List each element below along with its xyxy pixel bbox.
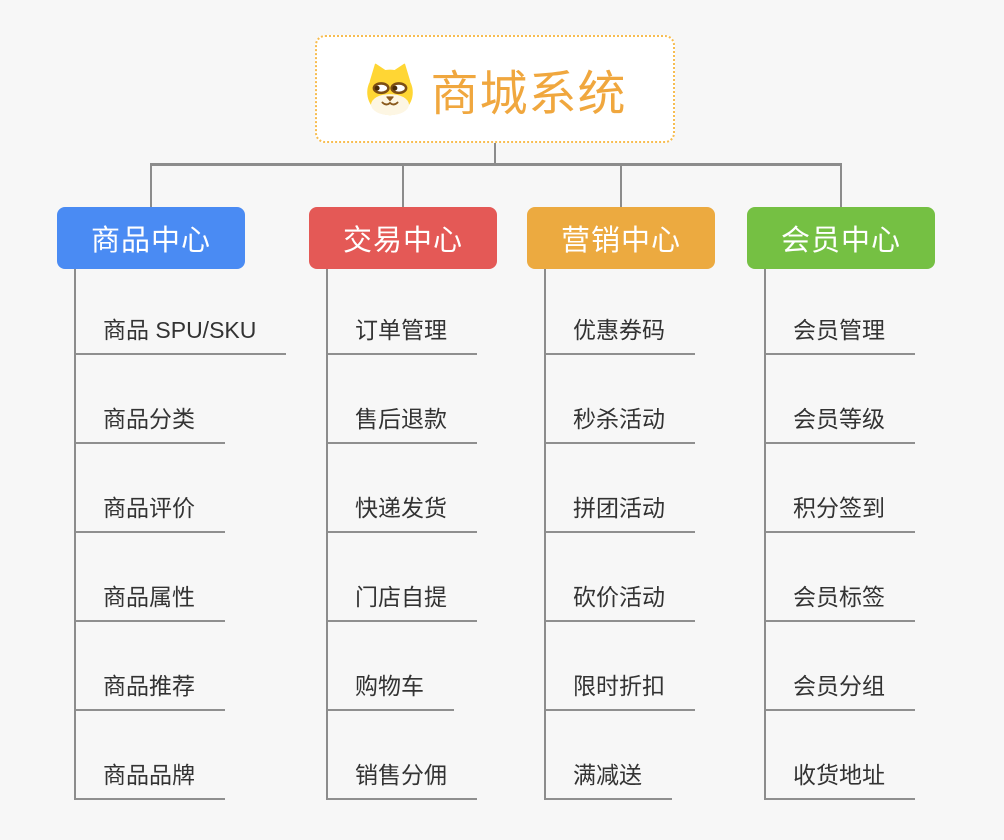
- leaf-node[interactable]: 商品属性: [76, 533, 225, 622]
- leaf-column-marketing: 优惠券码 秒杀活动 拼团活动 砍价活动 限时折扣 满减送: [544, 269, 695, 800]
- leaf-node[interactable]: 限时折扣: [546, 622, 695, 711]
- branch-node-trade[interactable]: 交易中心: [309, 207, 497, 269]
- leaf-column-products: 商品 SPU/SKU 商品分类 商品评价 商品属性 商品推荐 商品品牌: [74, 269, 287, 800]
- connector-drop-2: [401, 163, 405, 207]
- root-node[interactable]: 商城系统: [315, 35, 675, 143]
- connector-drop-4: [839, 163, 843, 207]
- leaf-node[interactable]: 收货地址: [766, 711, 915, 800]
- leaf-node[interactable]: 满减送: [546, 711, 672, 800]
- leaf-node[interactable]: 门店自提: [328, 533, 477, 622]
- leaf-node[interactable]: 销售分佣: [328, 711, 477, 800]
- leaf-node[interactable]: 拼团活动: [546, 444, 695, 533]
- leaf-node[interactable]: 快递发货: [328, 444, 477, 533]
- connector-drop-1: [149, 163, 153, 207]
- leaf-node[interactable]: 会员分组: [766, 622, 915, 711]
- leaf-node[interactable]: 会员等级: [766, 355, 915, 444]
- branch-label: 交易中心: [342, 225, 463, 257]
- branch-label: 商品中心: [90, 225, 211, 257]
- leaf-node[interactable]: 积分签到: [766, 444, 915, 533]
- connector-root-stem: [493, 143, 497, 164]
- leaf-node[interactable]: 商品 SPU/SKU: [76, 269, 287, 355]
- leaf-node[interactable]: 会员管理: [766, 269, 915, 355]
- branch-node-marketing[interactable]: 营销中心: [527, 207, 715, 269]
- leaf-node[interactable]: 砍价活动: [546, 533, 695, 622]
- leaf-node[interactable]: 优惠券码: [546, 269, 695, 355]
- leaf-node[interactable]: 订单管理: [328, 269, 477, 355]
- root-title: 商城系统: [430, 68, 627, 121]
- leaf-node[interactable]: 商品品牌: [76, 711, 225, 800]
- leaf-node[interactable]: 商品评价: [76, 444, 225, 533]
- branch-label: 营销中心: [560, 225, 681, 257]
- leaf-column-trade: 订单管理 售后退款 快递发货 门店自提 购物车 销售分佣: [326, 269, 477, 800]
- branch-label: 会员中心: [780, 225, 901, 257]
- leaf-node[interactable]: 会员标签: [766, 533, 915, 622]
- leaf-node[interactable]: 商品分类: [76, 355, 225, 444]
- leaf-node[interactable]: 售后退款: [328, 355, 477, 444]
- leaf-column-members: 会员管理 会员等级 积分签到 会员标签 会员分组 收货地址: [764, 269, 915, 800]
- leaf-node[interactable]: 商品推荐: [76, 622, 225, 711]
- branch-node-products[interactable]: 商品中心: [57, 207, 245, 269]
- connector-rail: [149, 163, 843, 166]
- leaf-node[interactable]: 购物车: [328, 622, 454, 711]
- connector-drop-3: [619, 163, 623, 207]
- dog-face-icon: [367, 63, 414, 116]
- branch-node-members[interactable]: 会员中心: [747, 207, 935, 269]
- leaf-node[interactable]: 秒杀活动: [546, 355, 695, 444]
